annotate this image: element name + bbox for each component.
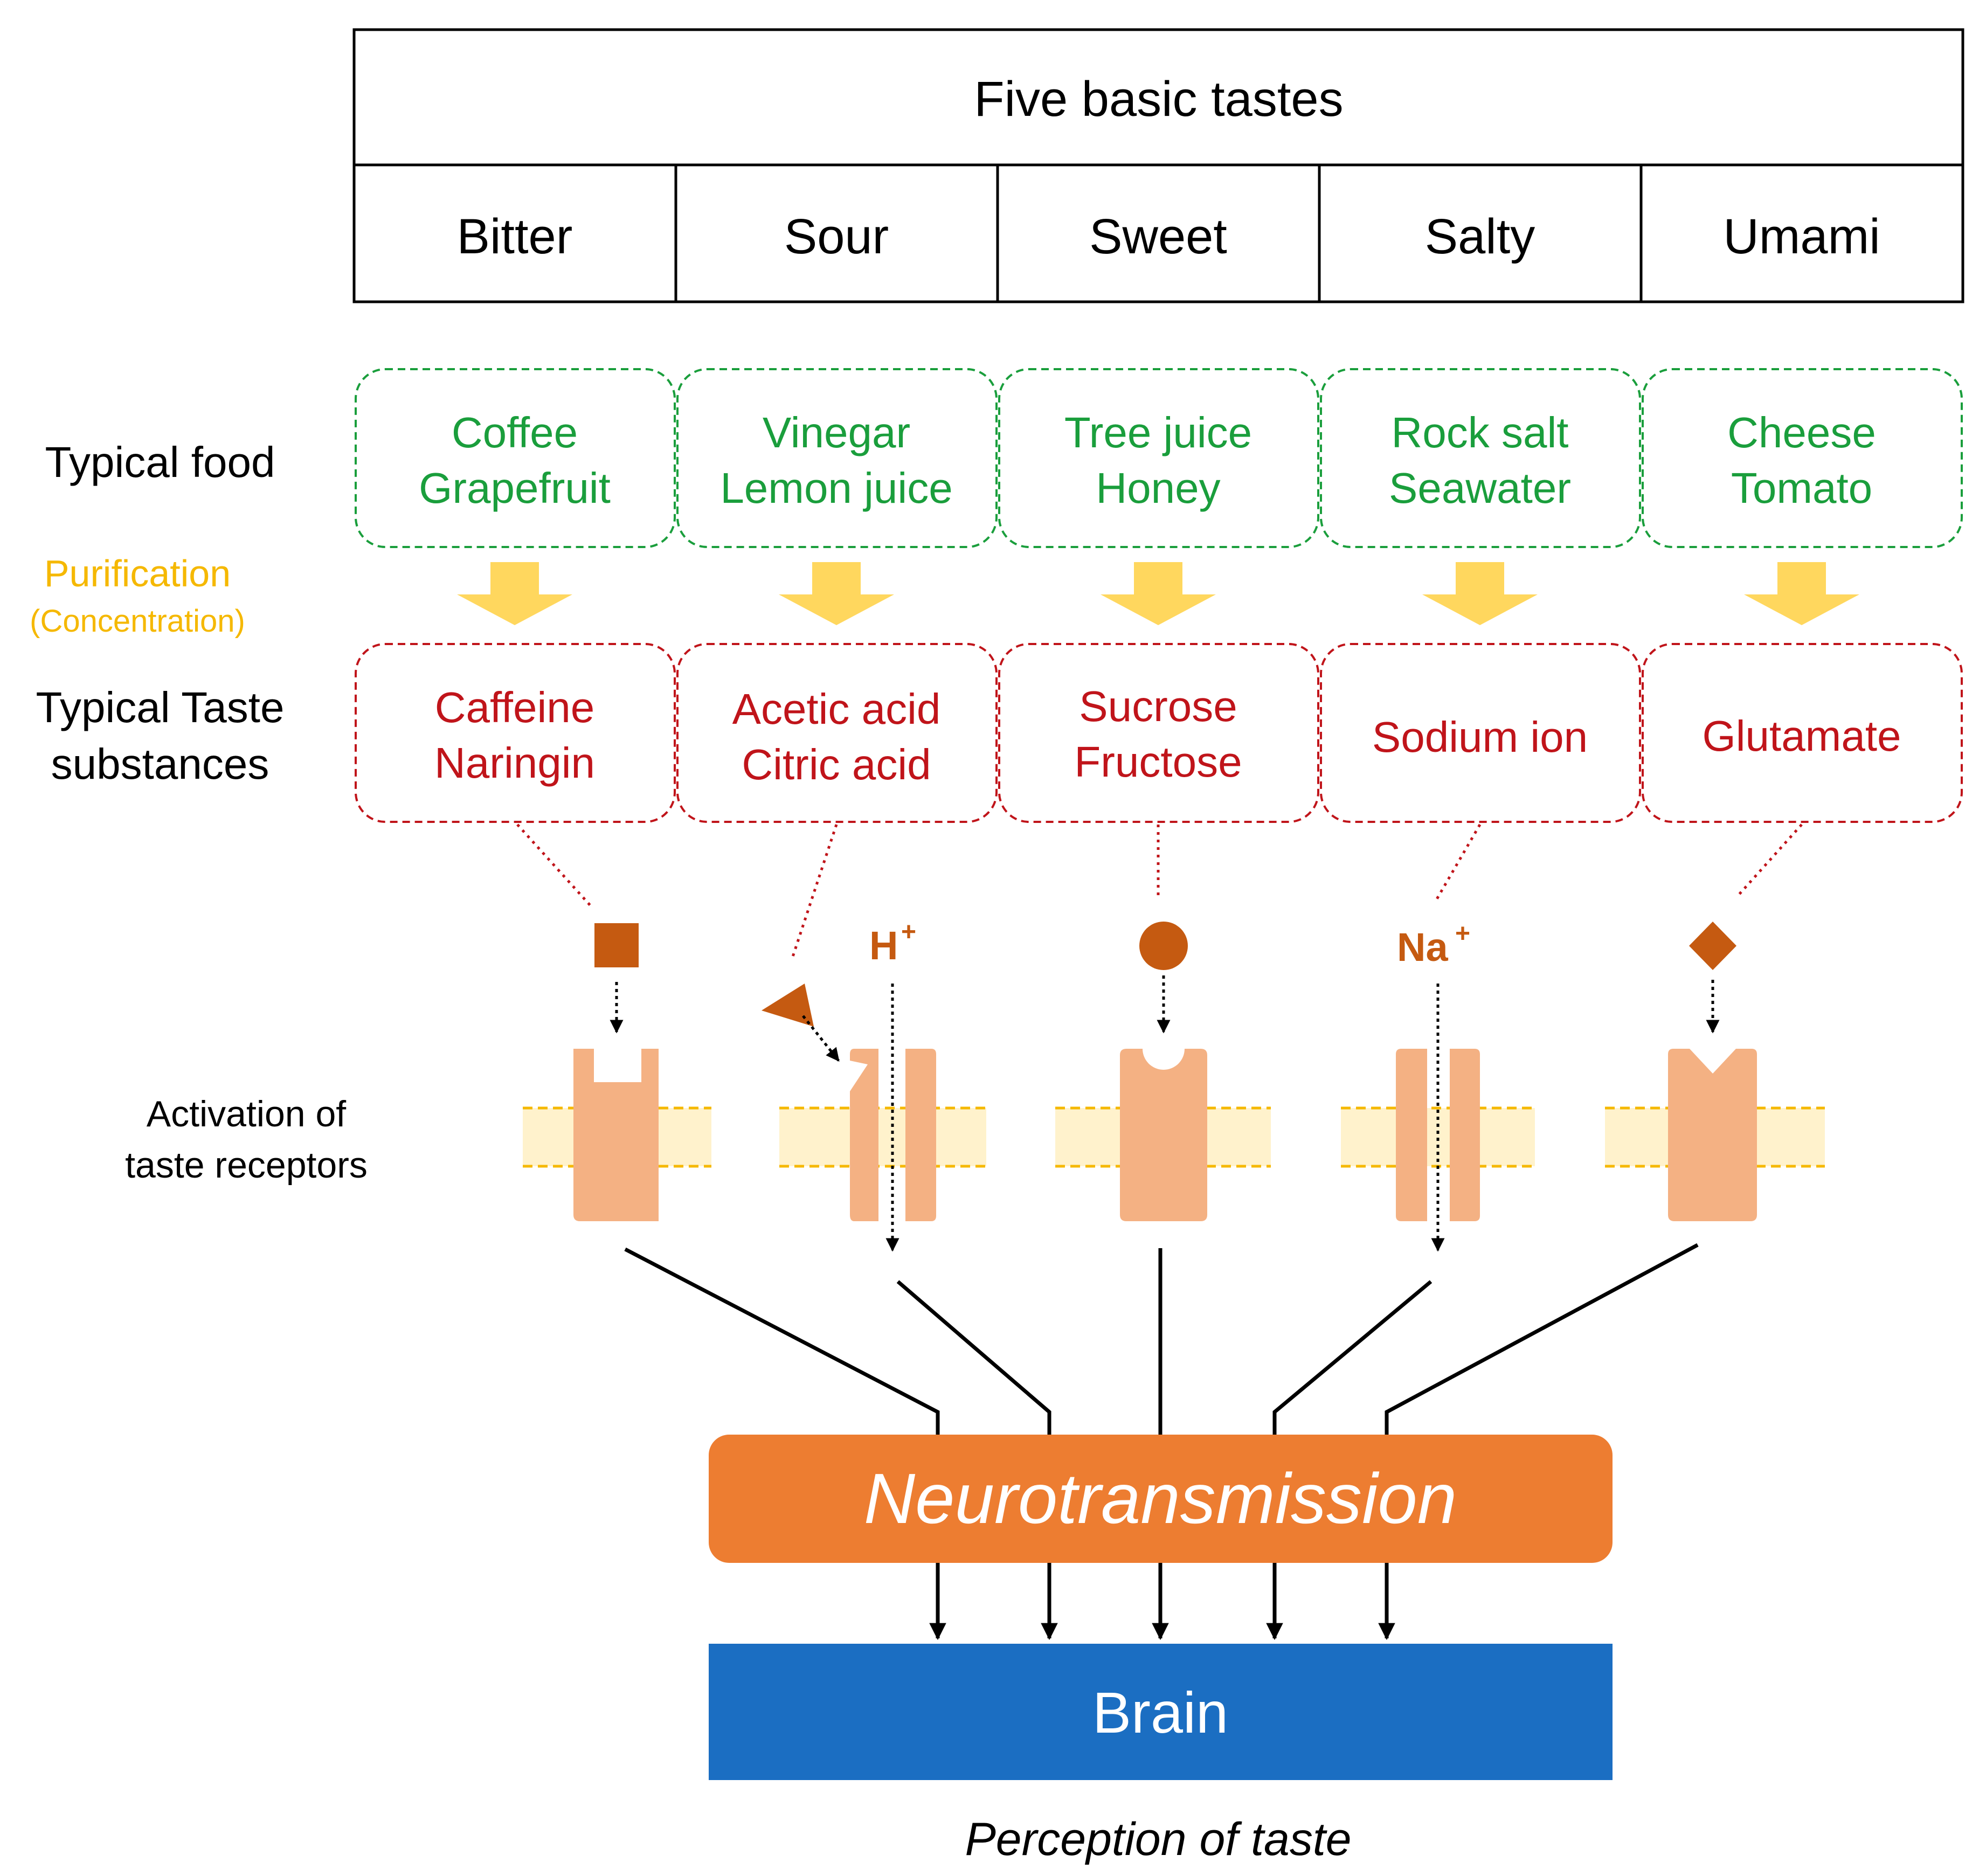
na-ion-charge: +: [1455, 919, 1470, 948]
signal-lines: [624, 1243, 1699, 1435]
substance-box-salty: [1320, 643, 1641, 823]
receptor-salty-left-icon: [1396, 1049, 1427, 1221]
taste-bitter: Bitter: [457, 209, 573, 264]
food-box-bitter: [355, 368, 676, 548]
substance-bitter-1: Caffeine: [435, 683, 595, 731]
substance-bitter-2: Naringin: [434, 739, 595, 787]
down-arrow-icon: [1422, 562, 1538, 625]
purification-arrows: [457, 562, 1859, 625]
hydrogen-ion-label: H +: [869, 918, 916, 968]
taste-sweet: Sweet: [1089, 209, 1227, 264]
food-sweet-2: Honey: [1096, 464, 1220, 512]
food-sour-2: Lemon juice: [720, 464, 952, 512]
taste-substances-label-line2: substances: [51, 740, 269, 788]
food-boxes: [355, 368, 1963, 548]
taste-substances-label-line1: Typical Taste: [36, 683, 285, 731]
food-sweet-1: Tree juice: [1064, 409, 1252, 456]
down-arrow-icon: [1744, 562, 1859, 625]
h-ion-base: H: [869, 923, 898, 968]
neurotransmission-box: [709, 1435, 1613, 1563]
brain-label: Brain: [1092, 1680, 1228, 1745]
sodium-ion-label: Na +: [1397, 919, 1470, 970]
food-box-sweet: [998, 368, 1319, 548]
food-umami-2: Tomato: [1731, 464, 1872, 512]
receptor-bitter-icon: [573, 1049, 659, 1221]
table-title: Five basic tastes: [974, 72, 1343, 127]
substance-box-bitter: [355, 643, 676, 823]
receptor-bitter: [573, 1049, 659, 1221]
receptor-sweet-icon: [1120, 1049, 1207, 1221]
circle-icon: [1139, 922, 1188, 970]
taste-salty: Salty: [1425, 209, 1535, 264]
food-salty-2: Seawater: [1389, 464, 1571, 512]
food-box-umami: [1642, 368, 1963, 548]
substance-salty: Sodium ion: [1372, 713, 1588, 761]
activation-label-line2: taste receptors: [125, 1145, 368, 1186]
food-umami-1: Cheese: [1727, 409, 1876, 456]
substance-sour-2: Citric acid: [742, 740, 931, 788]
taste-sour: Sour: [784, 209, 889, 264]
substance-box-sweet: [998, 643, 1319, 823]
food-bitter-2: Grapefruit: [419, 464, 611, 512]
h-ion-charge: +: [901, 918, 916, 946]
substance-box-sour: [676, 643, 998, 823]
receptor-sour-right-icon: [905, 1049, 936, 1221]
purification-label: Purification: [44, 552, 231, 594]
substance-sweet-2: Fructose: [1074, 738, 1242, 786]
substance-boxes: [355, 643, 1963, 823]
substance-box-umami: [1642, 643, 1963, 823]
activation-label-line1: Activation of: [147, 1093, 347, 1134]
diamond-icon: [1689, 922, 1736, 970]
substance-sweet-1: Sucrose: [1079, 682, 1237, 730]
food-box-salty: [1320, 368, 1641, 548]
triangle-icon: [762, 984, 814, 1027]
receptor-sour-left-icon: [850, 1049, 878, 1221]
five-tastes-table: Five basic tastes Bitter Sour Sweet Salt…: [352, 28, 1964, 303]
food-salty-1: Rock salt: [1392, 409, 1569, 456]
sour-binding-arrow: [802, 1015, 840, 1062]
receptor-salty-right-icon: [1450, 1049, 1480, 1221]
down-arrow-icon: [779, 562, 894, 625]
perception-caption: Perception of taste: [965, 1813, 1351, 1865]
food-box-sour: [676, 368, 998, 548]
receptor-umami: [1668, 1049, 1757, 1221]
brain-box: [709, 1644, 1613, 1780]
receptor-sour: [850, 1049, 936, 1221]
food-sour-1: Vinegar: [763, 409, 910, 456]
binding-arrows: [610, 975, 1720, 1252]
square-icon: [594, 923, 639, 967]
substance-sour-1: Acetic acid: [732, 685, 941, 733]
brain-arrows: [929, 1563, 1395, 1640]
typical-food-label: Typical food: [45, 438, 275, 486]
food-bitter-1: Coffee: [452, 409, 578, 456]
down-arrow-icon: [1101, 562, 1216, 625]
receptor-umami-icon: [1668, 1049, 1757, 1221]
na-ion-base: Na: [1397, 925, 1448, 970]
substance-umami: Glutamate: [1702, 712, 1901, 760]
substance-connectors: [516, 823, 1803, 959]
concentration-label: (Concentration): [30, 604, 245, 639]
receptor-sweet: [1120, 1049, 1207, 1221]
receptor-salty: [1396, 1049, 1480, 1221]
taste-umami: Umami: [1723, 209, 1880, 264]
down-arrow-icon: [457, 562, 572, 625]
neurotransmission-label: Neurotransmission: [864, 1459, 1457, 1538]
